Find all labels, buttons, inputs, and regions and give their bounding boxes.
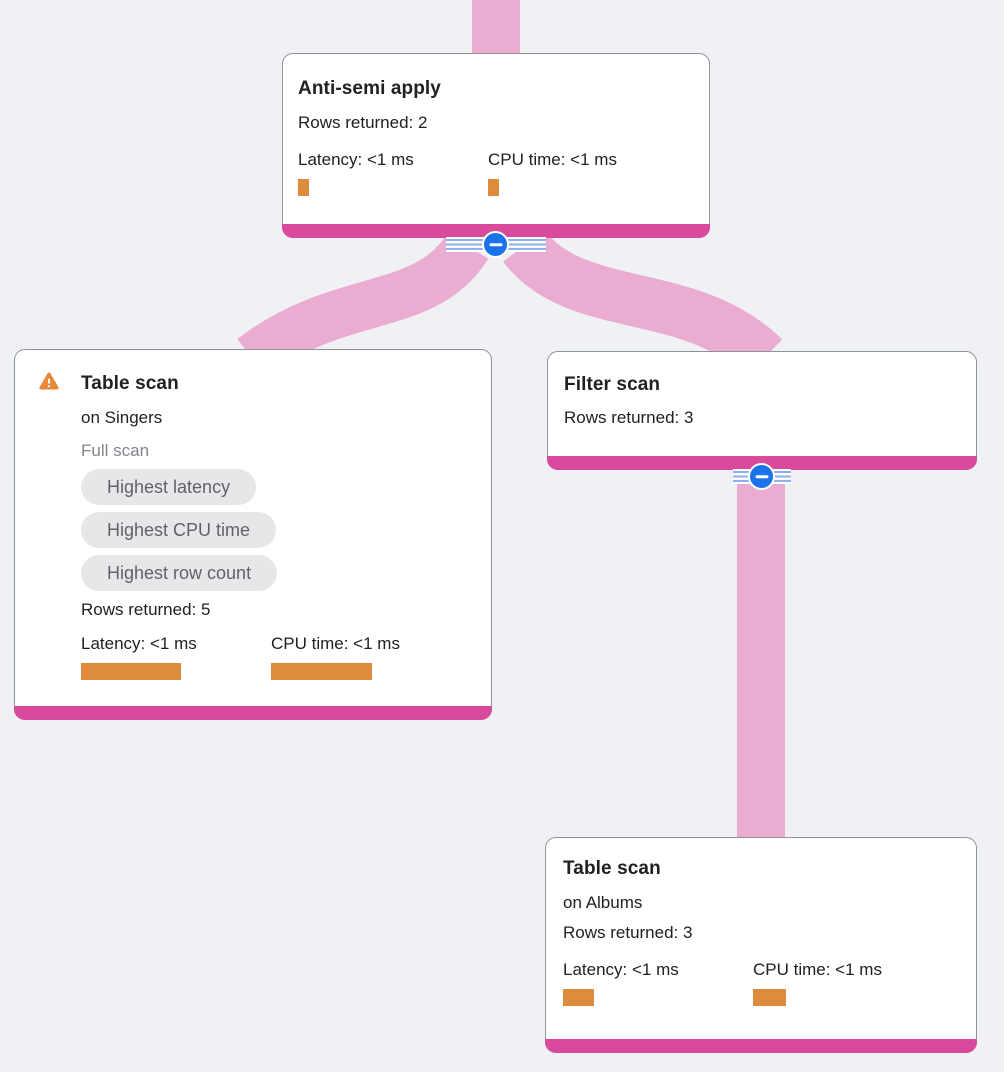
badge-highest-latency: Highest latency bbox=[81, 469, 257, 505]
node-anti-semi-apply[interactable]: Anti-semi apply Rows returned: 2 Latency… bbox=[282, 53, 710, 238]
badge-highest-cpu-time: Highest CPU time bbox=[81, 512, 277, 548]
cpu-bar bbox=[271, 663, 372, 680]
latency-metric: Latency: <1 ms bbox=[298, 148, 488, 196]
node-footer-bar bbox=[14, 706, 492, 720]
cpu-metric: CPU time: <1 ms bbox=[488, 148, 678, 196]
warning-triangle-icon bbox=[39, 372, 59, 390]
collapse-control-anti-semi-apply bbox=[446, 231, 546, 258]
node-filter-scan[interactable]: Filter scan Rows returned: 3 bbox=[547, 351, 977, 470]
node-title: Filter scan bbox=[564, 374, 661, 395]
cpu-metric: CPU time: <1 ms bbox=[753, 958, 943, 1006]
rows-returned: Rows returned: 3 bbox=[563, 923, 693, 942]
node-title: Table scan bbox=[81, 373, 179, 394]
collapse-control-filter-scan bbox=[733, 463, 791, 490]
metrics-row: Latency: <1 ms CPU time: <1 ms bbox=[563, 958, 959, 1006]
minus-circle-icon[interactable] bbox=[748, 463, 775, 490]
metrics-row: Latency: <1 ms CPU time: <1 ms bbox=[298, 148, 693, 196]
node-title: Anti-semi apply bbox=[298, 78, 441, 99]
latency-label: Latency: <1 ms bbox=[298, 150, 414, 169]
cpu-label: CPU time: <1 ms bbox=[488, 150, 617, 169]
edge-antisemi-to-tablescan-singers bbox=[237, 232, 489, 378]
badge-stack: Highest latency Highest CPU time Highest… bbox=[81, 469, 475, 591]
latency-bar bbox=[81, 663, 181, 680]
latency-metric: Latency: <1 ms bbox=[81, 632, 271, 680]
node-title: Table scan bbox=[563, 858, 661, 879]
rows-returned: Rows returned: 5 bbox=[81, 600, 211, 619]
badge-highest-row-count: Highest row count bbox=[81, 555, 278, 591]
node-table-scan-singers[interactable]: Table scan on Singers Full scan Highest … bbox=[14, 349, 492, 720]
cpu-metric: CPU time: <1 ms bbox=[271, 632, 461, 680]
edge-antisemi-to-filterscan bbox=[503, 229, 783, 378]
rows-returned: Rows returned: 3 bbox=[564, 408, 694, 427]
scan-target: on Singers bbox=[81, 408, 163, 427]
rows-returned: Rows returned: 2 bbox=[298, 113, 428, 132]
cpu-bar bbox=[753, 989, 786, 1006]
scan-target: on Albums bbox=[563, 893, 643, 912]
edge-incoming-top bbox=[472, 0, 520, 56]
metrics-row: Latency: <1 ms CPU time: <1 ms bbox=[81, 632, 475, 680]
latency-bar bbox=[298, 179, 309, 196]
latency-label: Latency: <1 ms bbox=[81, 634, 197, 653]
latency-label: Latency: <1 ms bbox=[563, 960, 679, 979]
node-table-scan-albums[interactable]: Table scan on Albums Rows returned: 3 La… bbox=[545, 837, 977, 1053]
cpu-label: CPU time: <1 ms bbox=[753, 960, 882, 979]
cpu-label: CPU time: <1 ms bbox=[271, 634, 400, 653]
latency-bar bbox=[563, 989, 594, 1006]
cpu-bar bbox=[488, 179, 499, 196]
scan-type: Full scan bbox=[81, 441, 150, 460]
node-footer-bar bbox=[545, 1039, 977, 1053]
minus-circle-icon[interactable] bbox=[482, 231, 509, 258]
latency-metric: Latency: <1 ms bbox=[563, 958, 753, 1006]
